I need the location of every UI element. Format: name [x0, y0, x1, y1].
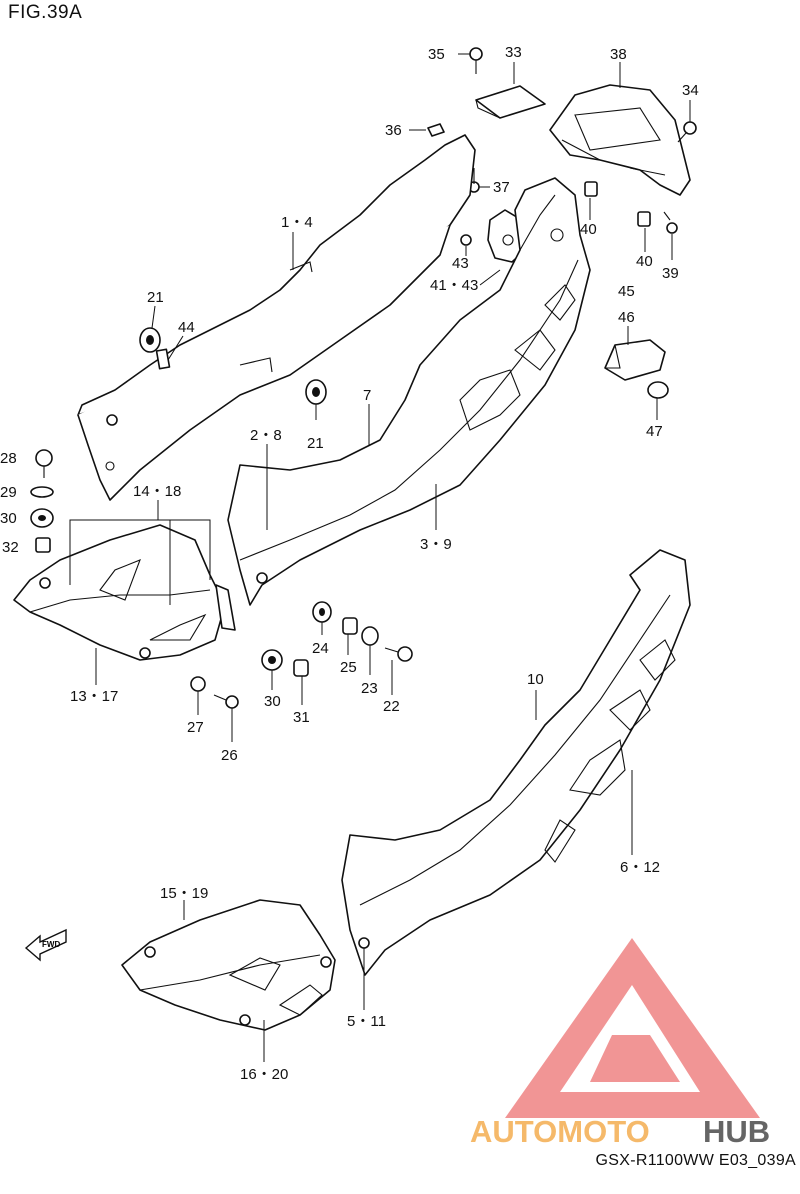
label-29: 29 — [0, 484, 17, 501]
part-23-washer — [361, 626, 379, 646]
label-21-b: 21 — [307, 435, 324, 452]
label-43: 43 — [452, 255, 469, 272]
label-21-a: 21 — [147, 289, 164, 306]
part-35-screw — [469, 47, 483, 74]
label-16-20: 16・20 — [240, 1066, 288, 1083]
part-36-clip — [427, 123, 445, 137]
label-31: 31 — [293, 709, 310, 726]
part-40-nut-b — [637, 211, 651, 227]
part-44-label — [155, 348, 171, 370]
label-22: 22 — [383, 698, 400, 715]
label-23: 23 — [361, 680, 378, 697]
part-40-nut-a — [584, 181, 598, 197]
part-25-collar — [342, 617, 358, 635]
part-30-grommet-b — [261, 649, 283, 671]
label-7: 7 — [363, 387, 371, 404]
part-26-screw — [213, 694, 239, 709]
label-38: 38 — [610, 46, 627, 63]
label-34: 34 — [682, 82, 699, 99]
part-21-grommet-a — [139, 327, 161, 353]
label-27: 27 — [187, 719, 204, 736]
label-1-4: 1・4 — [281, 214, 313, 231]
part-39-screw — [663, 211, 678, 234]
part-47-collar — [647, 381, 669, 399]
part-24-grommet — [312, 601, 332, 623]
figure-title: FIG.39A — [8, 2, 83, 23]
part-32-collar — [35, 537, 51, 553]
part-46-damper — [604, 339, 666, 381]
part-43-screw — [460, 234, 472, 246]
part-labels: 35 33 38 34 36 37 1・4 40 40 39 43 41・43 … — [0, 44, 699, 1083]
label-30-a: 30 — [0, 510, 17, 527]
label-44: 44 — [178, 319, 195, 336]
part-2-8-side-cover — [227, 177, 591, 606]
label-30-b: 30 — [264, 693, 281, 710]
part-34-bolt — [677, 121, 697, 143]
label-26: 26 — [221, 747, 238, 764]
label-25: 25 — [340, 659, 357, 676]
watermark-brand-left: AUTOMOTO — [470, 1114, 650, 1149]
watermark-brand-right: HUB — [703, 1114, 770, 1149]
part-22-bolt — [384, 646, 413, 662]
label-3-9: 3・9 — [420, 536, 452, 553]
label-36: 36 — [385, 122, 402, 139]
label-28: 28 — [0, 450, 17, 467]
label-13-17: 13・17 — [70, 688, 118, 705]
label-33: 33 — [505, 44, 522, 61]
part-6-12-side-cover — [341, 549, 691, 976]
label-5-11: 5・11 — [347, 1013, 386, 1030]
watermark-logo: AUTOMOTO HUB — [470, 938, 770, 1149]
label-41-43: 41・43 — [430, 277, 478, 294]
label-46: 46 — [618, 309, 635, 326]
label-47: 47 — [646, 423, 663, 440]
label-45: 45 — [618, 283, 635, 300]
label-15-19: 15・19 — [160, 885, 208, 902]
label-32: 32 — [2, 539, 19, 556]
part-21-grommet-b — [305, 379, 327, 405]
label-24: 24 — [312, 640, 329, 657]
label-40-b: 40 — [636, 253, 653, 270]
part-28-bolt — [35, 449, 53, 478]
leader-lines — [69, 53, 691, 1062]
part-38-tail-bracket — [549, 84, 691, 196]
fwd-arrow: FWD — [24, 928, 67, 962]
part-33-bracket — [475, 85, 546, 119]
part-27-screw — [190, 676, 206, 692]
part-29-washer — [30, 486, 54, 498]
label-40-a: 40 — [580, 221, 597, 238]
figure-code: GSX-R1100WW E03_039A — [595, 1152, 796, 1169]
label-35: 35 — [428, 46, 445, 63]
part-15-19-lower-cover — [121, 899, 336, 1031]
label-2-8: 2・8 — [250, 427, 282, 444]
part-14-18-bracket — [215, 584, 236, 631]
label-14-18: 14・18 — [133, 483, 181, 500]
part-41-43-bracket — [487, 209, 526, 263]
part-31-collar — [293, 659, 309, 677]
label-6-12: 6・12 — [620, 859, 660, 876]
label-10: 10 — [527, 671, 544, 688]
fwd-label: FWD — [42, 940, 60, 949]
label-37: 37 — [493, 179, 510, 196]
label-39: 39 — [662, 265, 679, 282]
part-30-grommet-a — [30, 508, 54, 528]
part-1-4-tail-cover — [77, 134, 476, 501]
